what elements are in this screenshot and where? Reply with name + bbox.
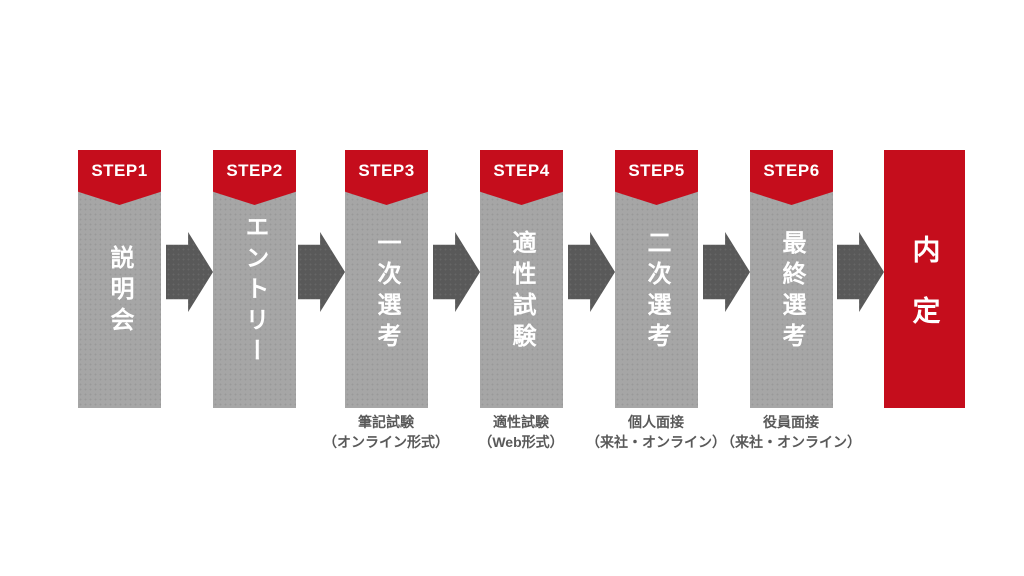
step4-number-label: STEP4 — [493, 161, 550, 180]
step2-bar: エントリー — [213, 192, 296, 408]
step5-note-line1: 個人面接 — [628, 414, 684, 430]
step1-bar: 説明会 — [78, 192, 161, 408]
arrow-right-icon — [703, 232, 750, 312]
step4-note-line1: 適性試験 — [493, 414, 549, 430]
step4-note: 適性試験 （Web形式） — [439, 412, 603, 452]
arrow-right-icon — [837, 232, 884, 312]
step6-note: 役員面接 （来社・オンライン） — [709, 412, 873, 452]
step5-banner: STEP5 — [615, 150, 698, 205]
arrow-right-icon — [568, 232, 615, 312]
step1-number-label: STEP1 — [91, 161, 148, 180]
step6-number-label: STEP6 — [763, 161, 820, 180]
step5-name-label: 二次選考 — [643, 229, 670, 354]
step4-banner: STEP4 — [480, 150, 563, 205]
step-column-4: STEP4 適性試験 — [480, 150, 563, 408]
step5-bar: 二次選考 — [615, 192, 698, 408]
step-column-6: STEP6 最終選考 — [750, 150, 833, 408]
step2-banner: STEP2 — [213, 150, 296, 205]
step3-note-line1: 筆記試験 — [358, 414, 414, 430]
step6-bar: 最終選考 — [750, 192, 833, 408]
arrow-right-icon — [298, 232, 345, 312]
step6-banner: STEP6 — [750, 150, 833, 205]
step-column-3: STEP3 一次選考 — [345, 150, 428, 408]
step3-banner: STEP3 — [345, 150, 428, 205]
step1-name-label: 説明会 — [106, 245, 133, 338]
step3-note: 筆記試験 （オンライン形式） — [304, 412, 468, 452]
step5-number-label: STEP5 — [628, 161, 685, 180]
step2-name-label: エントリー — [241, 214, 268, 369]
step3-name-label: 一次選考 — [373, 229, 400, 354]
step4-bar: 適性試験 — [480, 192, 563, 408]
step1-banner: STEP1 — [78, 150, 161, 205]
step3-number-label: STEP3 — [358, 161, 415, 180]
step-column-1: STEP1 説明会 — [78, 150, 161, 408]
step3-bar: 一次選考 — [345, 192, 428, 408]
step6-name-label: 最終選考 — [778, 229, 805, 354]
step6-note-line1: 役員面接 — [763, 414, 819, 430]
step2-number-label: STEP2 — [226, 161, 283, 180]
arrow-right-icon — [166, 232, 213, 312]
step5-note-line2: （来社・オンライン） — [586, 434, 726, 450]
final-offer-label: 内定 — [909, 234, 941, 357]
final-offer-box: 内定 — [884, 150, 965, 408]
arrow-right-icon — [433, 232, 480, 312]
step3-note-line2: （オンライン形式） — [323, 434, 449, 450]
step4-name-label: 適性試験 — [508, 229, 535, 354]
step5-note: 個人面接 （来社・オンライン） — [574, 412, 738, 452]
step6-note-line2: （来社・オンライン） — [721, 434, 861, 450]
step4-note-line2: （Web形式） — [478, 434, 564, 450]
step-column-5: STEP5 二次選考 — [615, 150, 698, 408]
step-column-2: STEP2 エントリー — [213, 150, 296, 408]
